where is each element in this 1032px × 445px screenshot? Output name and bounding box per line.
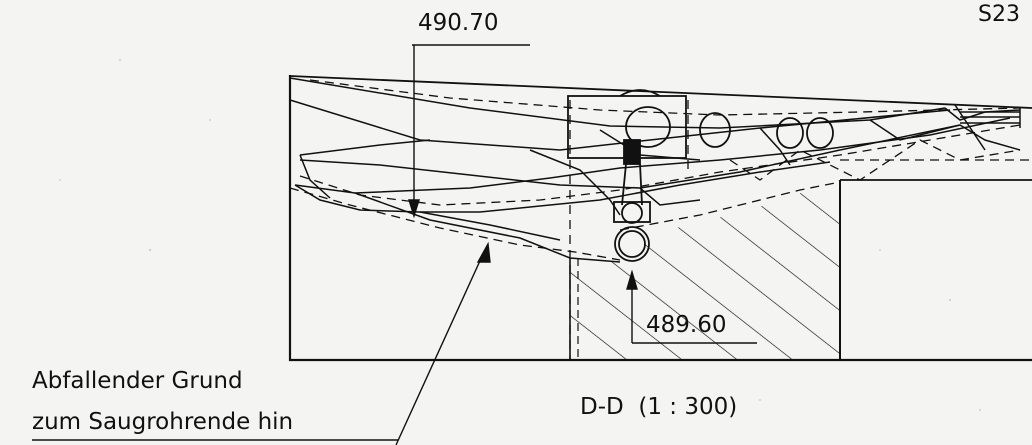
annotation-line-1: Abfallender Grund — [32, 368, 243, 394]
hidden-lines-dashed — [289, 79, 1032, 360]
dimension-label-top: 490.70 — [418, 10, 499, 36]
sheet-reference: S23 — [978, 2, 1020, 27]
dimension-leaders — [32, 44, 757, 445]
hull-structure — [289, 77, 1021, 263]
section-label: D-D (1 : 300) — [580, 394, 738, 420]
dimension-label-bottom: 489.60 — [646, 312, 727, 338]
annotation-line-2: zum Saugrohrende hin — [32, 409, 294, 435]
intake-pipe-assembly — [567, 89, 834, 262]
scan-noise — [59, 58, 982, 412]
